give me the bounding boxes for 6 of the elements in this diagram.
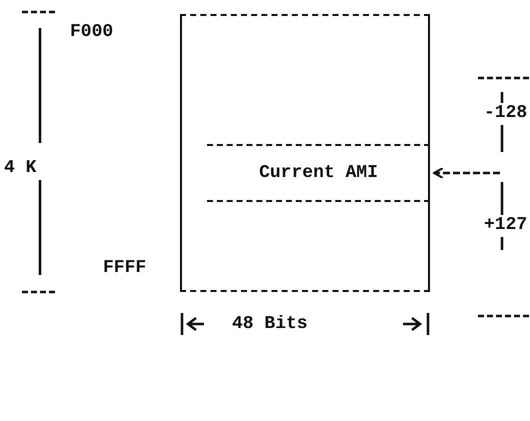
memory-block	[180, 14, 430, 292]
address-label: F000	[70, 22, 114, 42]
address-label: FFFF	[103, 258, 146, 278]
arrow	[433, 167, 500, 179]
dimension-label: 48 Bits	[232, 314, 308, 334]
current-entry-band: Current AMI	[207, 144, 430, 202]
